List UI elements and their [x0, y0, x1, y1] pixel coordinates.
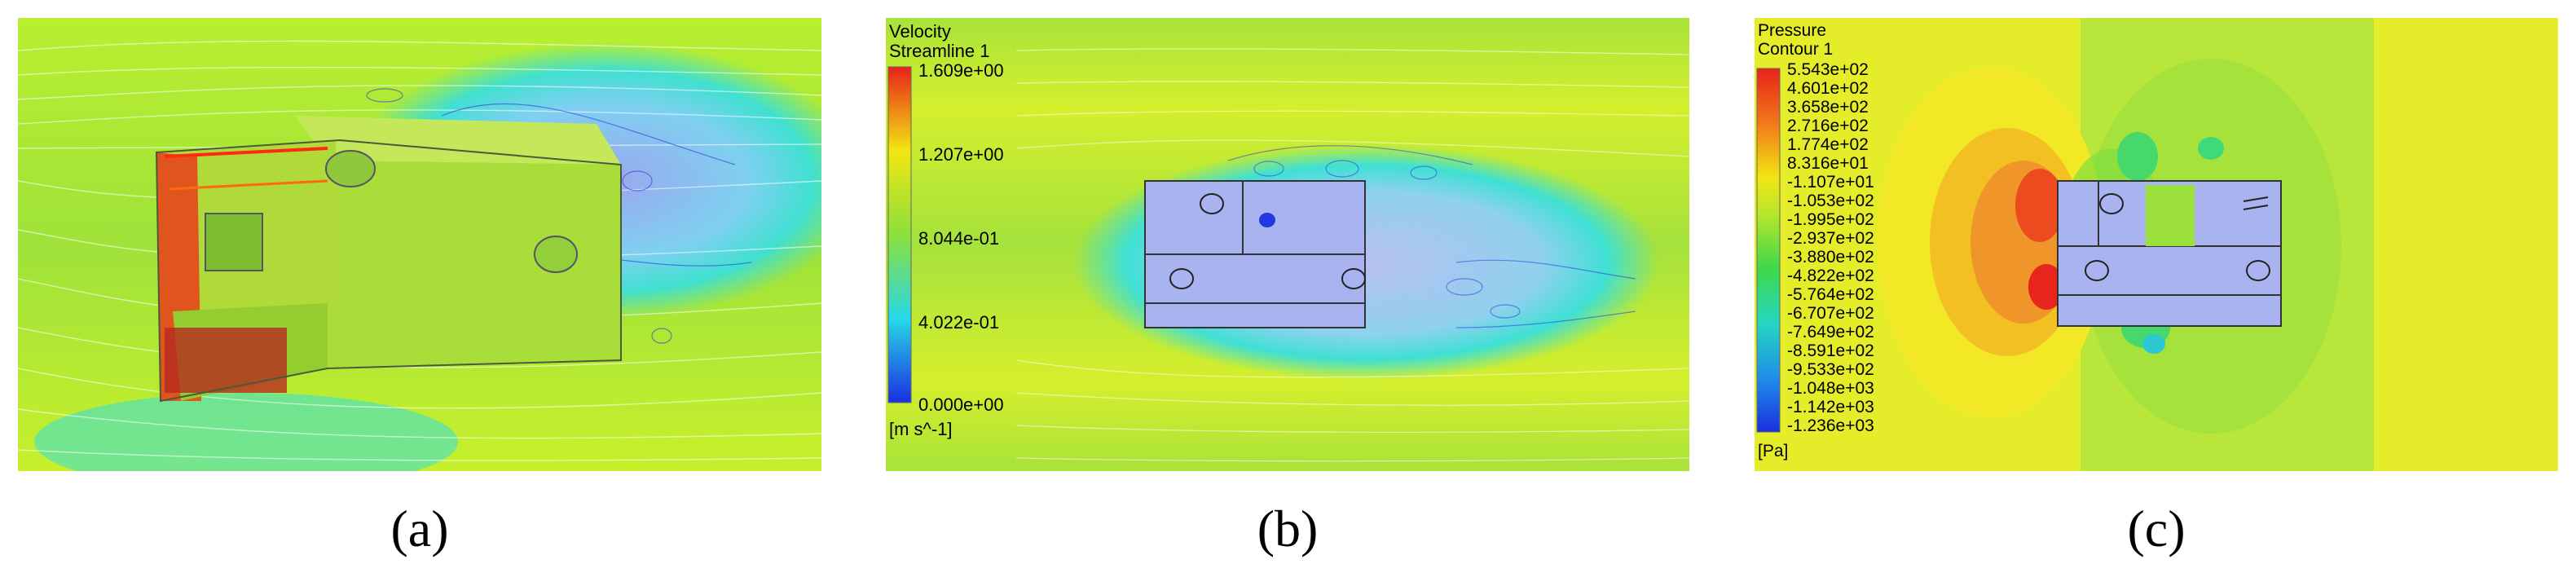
caption-c: (c)	[2127, 500, 2186, 557]
legend-subtitle: Contour 1	[1758, 40, 1834, 59]
legend-tick: 2.716e+02	[1787, 117, 1869, 135]
legend-tick: 1.774e+02	[1787, 135, 1869, 154]
panel-b-velocity-streamline: Velocity Streamline 1 1.609e+00 1.207e+0…	[886, 18, 1689, 471]
panel-c-image	[1755, 18, 2558, 471]
legend-tick: -1.053e+02	[1787, 192, 1874, 210]
legend-tick: 5.543e+02	[1787, 60, 1869, 79]
legend-tick: 1.207e+00	[918, 144, 1004, 165]
legend-tick: -1.048e+03	[1787, 379, 1874, 398]
legend-subtitle: Streamline 1	[889, 41, 990, 61]
legend-tick: -5.764e+02	[1787, 285, 1874, 304]
legend-unit: [Pa]	[1758, 442, 1789, 460]
legend-tick: -7.649e+02	[1787, 323, 1874, 341]
legend-tick: -4.822e+02	[1787, 267, 1874, 285]
caption-a: (a)	[390, 500, 449, 557]
legend-unit: [m s^-1]	[889, 419, 953, 439]
legend-tick: 8.316e+01	[1787, 154, 1869, 173]
legend-tick: 8.044e-01	[918, 228, 1000, 249]
legend-tick: 1.609e+00	[918, 60, 1004, 81]
legend-tick: 0.000e+00	[918, 394, 1004, 415]
legend-tick: -3.880e+02	[1787, 248, 1874, 267]
legend-tick: -1.995e+02	[1787, 210, 1874, 229]
legend-tick: -1.142e+03	[1787, 398, 1874, 416]
legend-tick: -6.707e+02	[1787, 304, 1874, 323]
legend-title: Pressure	[1758, 21, 1827, 40]
legend-tick: -1.236e+03	[1787, 416, 1874, 435]
legend-tick: 4.022e-01	[918, 312, 1000, 333]
legend-tick: -2.937e+02	[1787, 229, 1874, 248]
legend-tick: 4.601e+02	[1787, 79, 1869, 98]
legend-tick: 3.658e+02	[1787, 98, 1869, 117]
panel-c-pressure-contour: Pressure Contour 1 5.543e+02 4.601e+02 3…	[1755, 18, 2558, 471]
legend-tick: -1.107e+01	[1787, 173, 1874, 192]
panel-a-streamline-3d	[18, 18, 821, 471]
legend-title: Velocity	[889, 21, 951, 42]
legend-tick: -9.533e+02	[1787, 360, 1874, 379]
legend-tick: -8.591e+02	[1787, 341, 1874, 360]
panel-a-image	[18, 18, 821, 471]
panel-b-image	[886, 18, 1689, 471]
caption-b: (b)	[1257, 500, 1319, 557]
